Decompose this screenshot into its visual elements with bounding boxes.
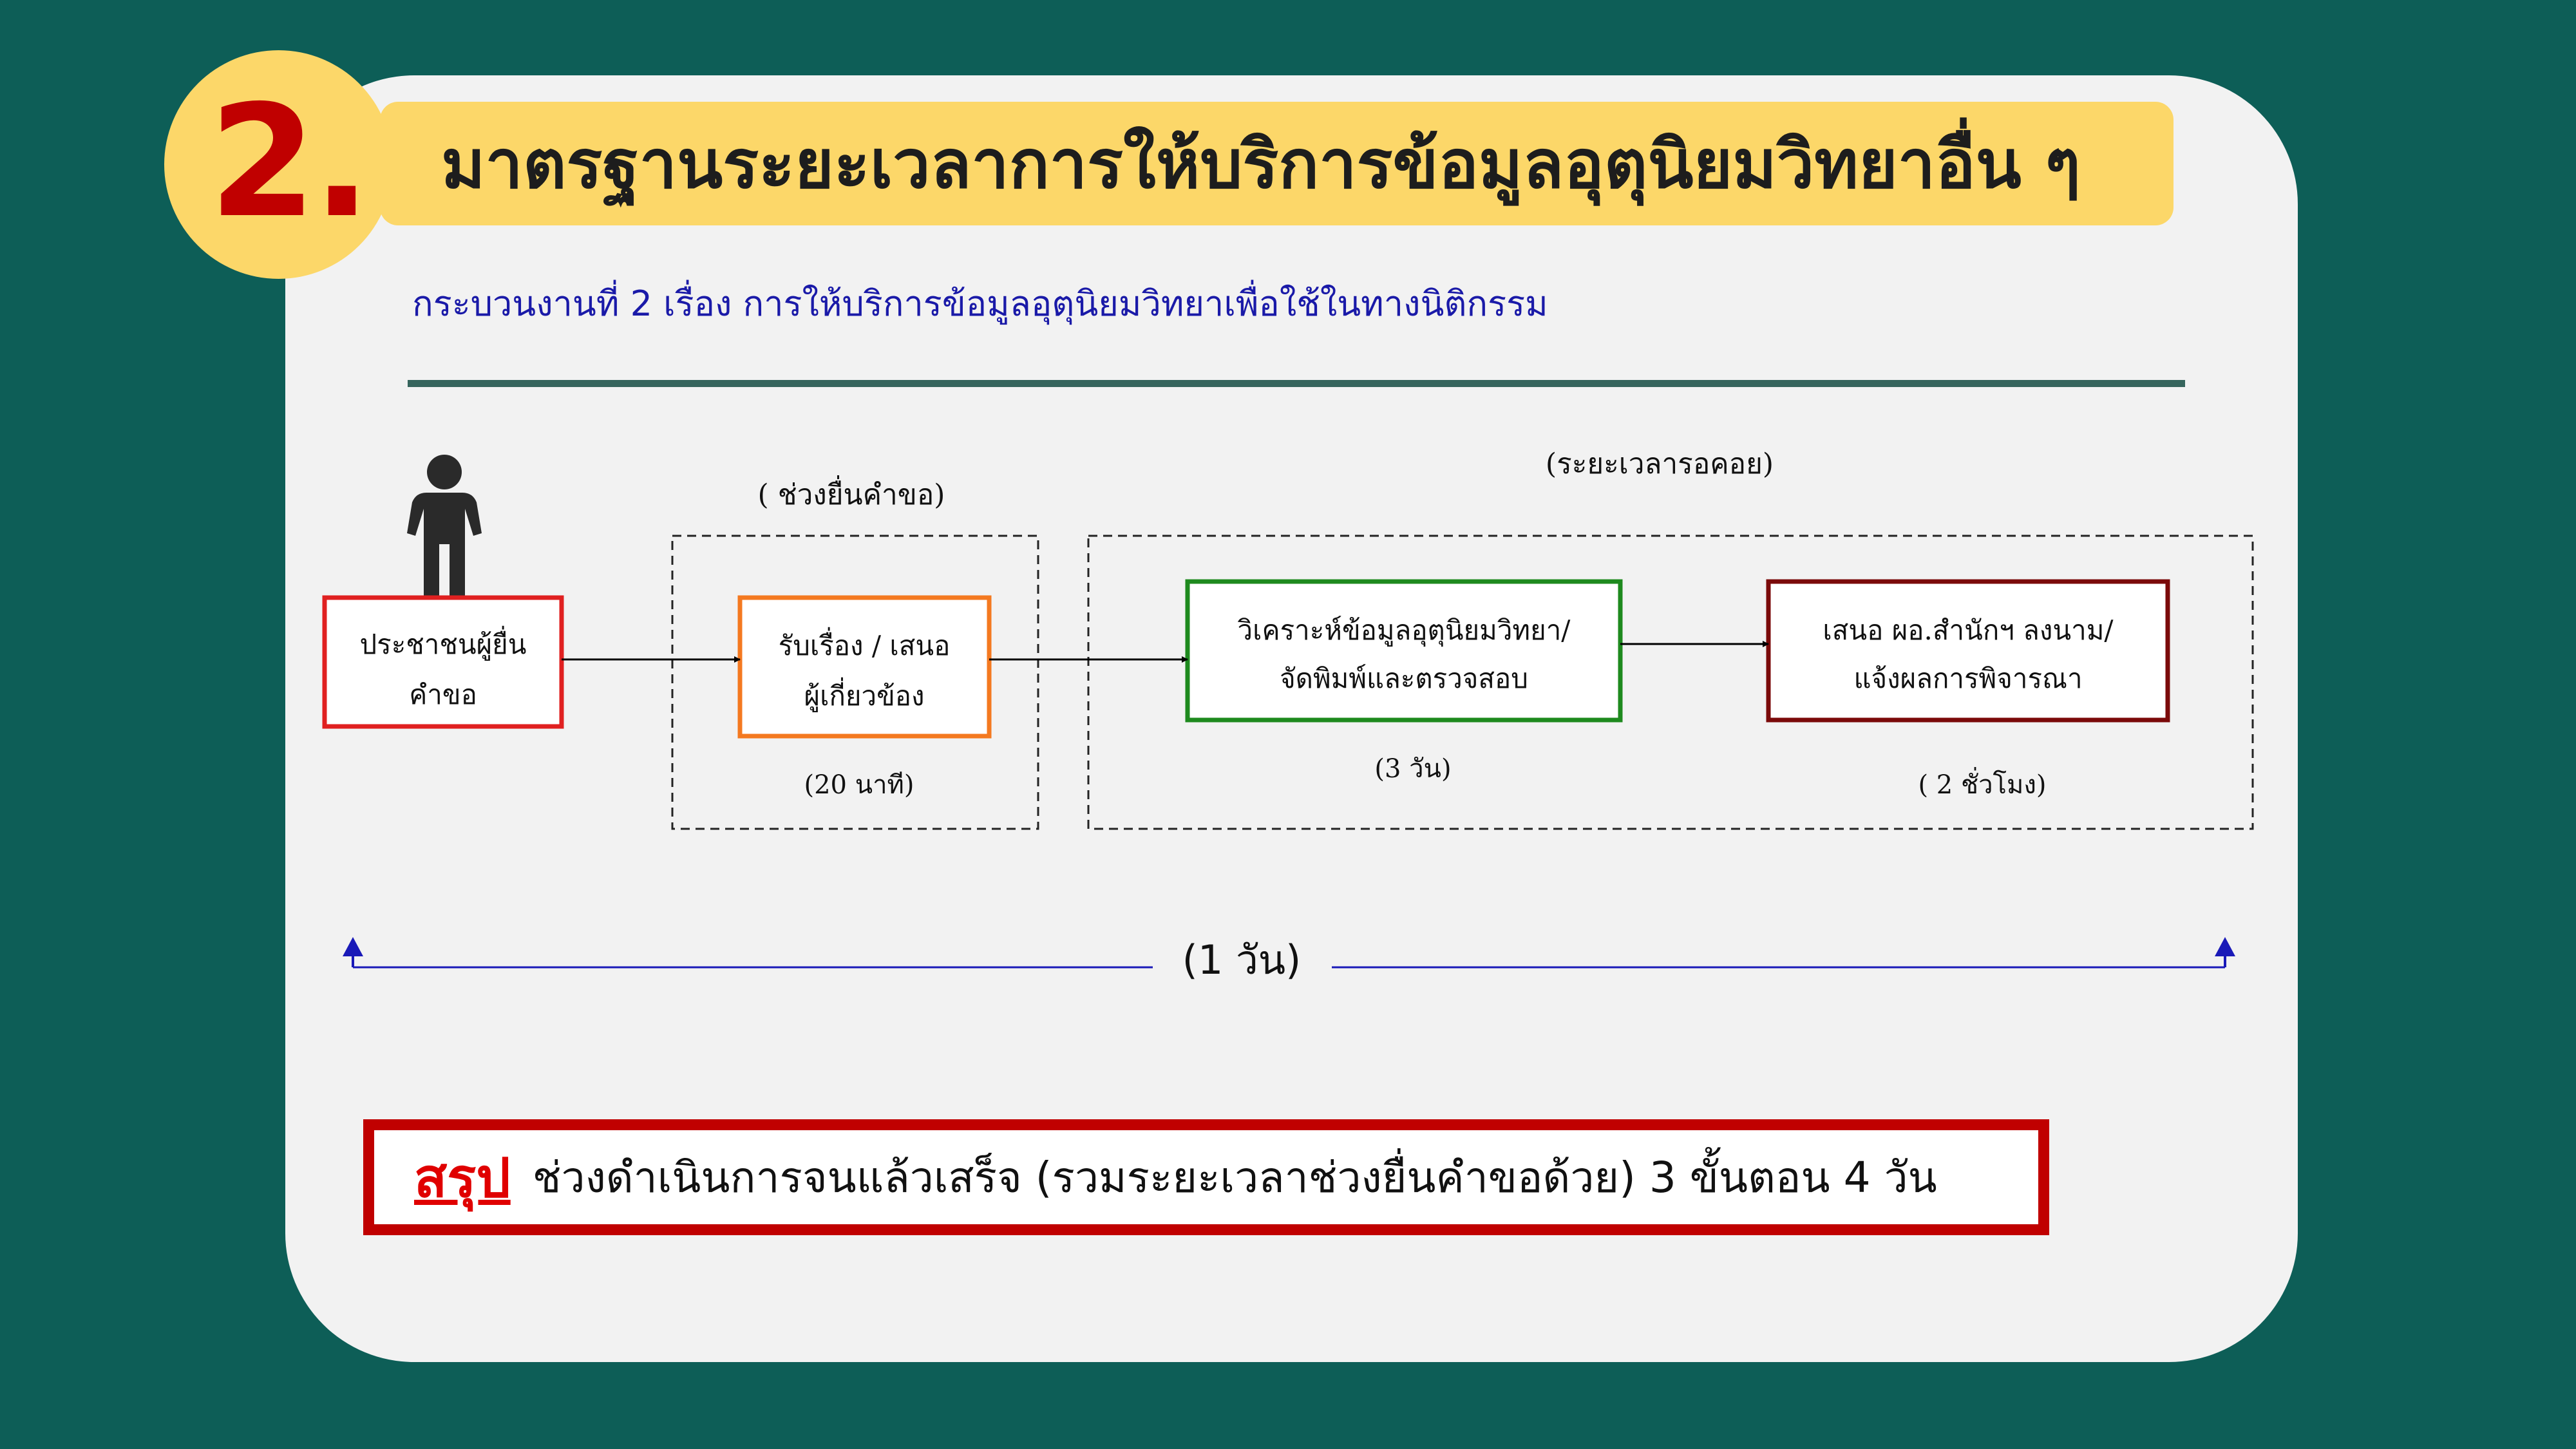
applicant-label-line1: ประชาชนผู้ยื่น — [359, 626, 526, 661]
section-number: 2. — [209, 71, 371, 252]
step2-analyze-box — [1185, 579, 1623, 723]
step1-label-line2: ผู้เกี่ยวข้อง — [804, 677, 924, 712]
step3-approve-box — [1766, 579, 2170, 723]
request-phase-group — [671, 535, 1039, 830]
step3-duration: ( 2 ชั่วโมง) — [1918, 767, 2046, 800]
timeline-left-arrow-icon — [343, 937, 363, 956]
summary-box: สรุป ช่วงดำเนินการจนแล้วเสร็จ (รวมระยะเว… — [363, 1119, 2049, 1235]
total-duration-label: (1 วัน) — [1182, 936, 1302, 983]
timeline-right-arrow-icon — [2215, 937, 2235, 956]
waiting-phase-group — [1087, 535, 2254, 830]
person-icon — [407, 455, 482, 596]
summary-text: ช่วงดำเนินการจนแล้วเสร็จ (รวมระยะเวลาช่ว… — [532, 1152, 1937, 1202]
process-subtitle: กระบวนงานที่ 2 เรื่อง การให้บริการข้อมูล… — [412, 283, 1548, 324]
step1-label-line1: รับเรื่อง / เสนอ — [779, 627, 951, 661]
step2-label-line2: จัดพิมพ์และตรวจสอบ — [1280, 663, 1528, 694]
applicant-label-line2: คำขอ — [409, 679, 477, 710]
step2-duration: (3 วัน) — [1374, 754, 1451, 784]
step3-label-line1: เสนอ ผอ.สำนักฯ ลงนาม/ — [1823, 614, 2114, 646]
section-number-badge: 2. — [164, 50, 393, 279]
request-phase-label: ( ช่วงยื่นคำขอ) — [758, 475, 945, 511]
summary-label: สรุป — [414, 1146, 511, 1209]
title-banner: มาตรฐานระยะเวลาการให้บริการข้อมูลอุตุนิย… — [380, 102, 2174, 225]
step2-label-line1: วิเคราะห์ข้อมูลอุตุนิยมวิทยา/ — [1237, 614, 1571, 647]
step1-duration: (20 นาที) — [804, 770, 914, 800]
step1-receive-box — [737, 595, 992, 739]
page-title: มาตรฐานระยะเวลาการให้บริการข้อมูลอุตุนิย… — [441, 124, 2081, 204]
applicant-box — [322, 595, 564, 729]
step3-label-line2: แจ้งผลการพิจารณา — [1853, 663, 2082, 694]
total-duration-timeline — [343, 937, 2235, 969]
waiting-phase-label: (ระยะเวลารอคอย) — [1546, 448, 1774, 480]
divider-line — [408, 380, 2185, 387]
